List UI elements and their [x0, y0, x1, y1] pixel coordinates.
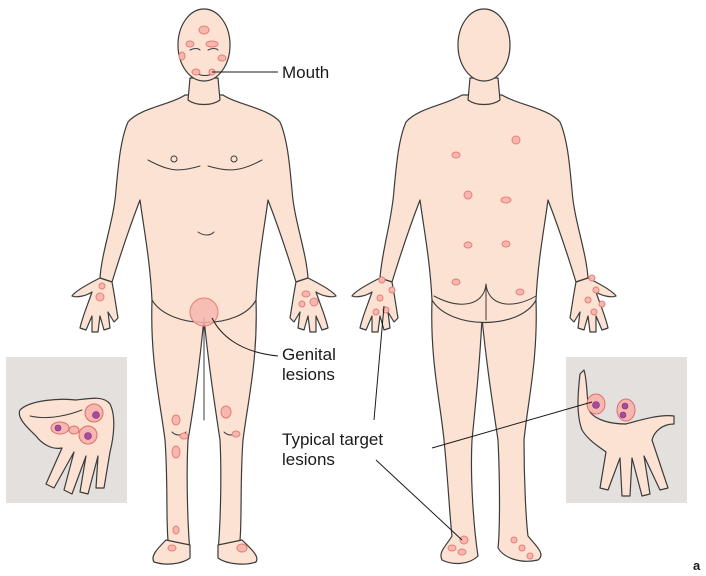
panel-letter: a [693, 556, 700, 576]
mouth-label: Mouth [282, 63, 329, 83]
left-hand-inset [6, 357, 127, 503]
target-label-line2: lesions [282, 450, 383, 470]
genital-label-line1: Genital [282, 345, 336, 365]
genital-label-line2: lesions [282, 365, 336, 385]
typical-target-lesions-label: Typical target lesions [282, 430, 383, 470]
mouth-label-text: Mouth [282, 63, 329, 82]
genital-lesions-label: Genital lesions [282, 345, 336, 385]
target-label-line1: Typical target [282, 430, 383, 450]
right-hand-inset [566, 357, 687, 503]
